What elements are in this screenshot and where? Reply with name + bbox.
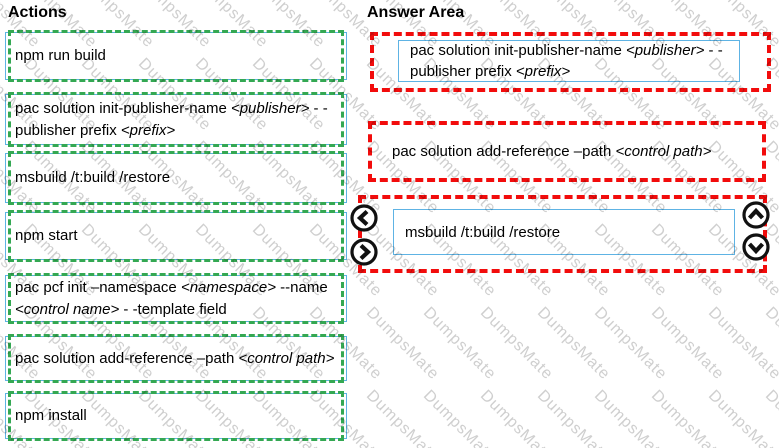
move-up-button[interactable] xyxy=(741,200,771,230)
action-item-npm-install[interactable]: npm install xyxy=(5,391,347,441)
action-item-label: npm start xyxy=(15,227,78,244)
answer-area-header: Answer Area xyxy=(367,4,465,21)
action-item-pac-solution-init-publisher[interactable]: pac solution init-publisher-name <publis… xyxy=(5,92,347,147)
answer-item-pac-solution-init-publisher[interactable]: pac solution init-publisher-name <publis… xyxy=(398,40,740,82)
answer-item-msbuild-restore[interactable]: msbuild /t:build /restore xyxy=(393,209,735,255)
watermark-text: DumpsMate xyxy=(647,304,728,384)
watermark-text: DumpsMate xyxy=(362,304,443,384)
watermark-text: DumpsMate xyxy=(590,387,671,448)
watermark-text: DumpsMate xyxy=(533,304,614,384)
watermark-text: DumpsMate xyxy=(362,387,443,448)
watermark-text: DumpsMate xyxy=(419,304,500,384)
answer-slot-3[interactable]: msbuild /t:build /restore xyxy=(358,195,767,273)
actions-header: Actions xyxy=(8,4,67,21)
watermark-text: DumpsMate xyxy=(761,387,779,448)
chevron-right-icon xyxy=(350,238,378,266)
watermark-text: DumpsMate xyxy=(704,304,779,384)
action-item-label: pac solution add-reference –path <contro… xyxy=(15,349,335,367)
watermark-text: DumpsMate xyxy=(704,387,779,448)
chevron-left-icon xyxy=(350,204,378,232)
watermark-text: DumpsMate xyxy=(533,387,614,448)
action-item-label: npm run build xyxy=(15,47,106,64)
action-item-label: npm install xyxy=(15,407,87,424)
move-right-button[interactable] xyxy=(349,237,379,267)
action-item-pac-pcf-init[interactable]: pac pcf init –namespace <namespace> --na… xyxy=(5,273,347,324)
chevron-up-icon xyxy=(742,201,770,229)
move-down-button[interactable] xyxy=(741,232,771,262)
action-item-label: pac solution init-publisher-name <publis… xyxy=(15,99,328,139)
action-item-pac-solution-add-reference[interactable]: pac solution add-reference –path <contro… xyxy=(5,334,347,383)
watermark-text: DumpsMate xyxy=(761,304,779,384)
action-item-npm-start[interactable]: npm start xyxy=(5,210,347,262)
chevron-down-icon xyxy=(742,233,770,261)
action-item-label: pac pcf init –namespace <namespace> --na… xyxy=(15,278,328,318)
watermark-text: DumpsMate xyxy=(590,304,671,384)
action-item-npm-run-build[interactable]: npm run build xyxy=(5,30,347,82)
action-item-msbuild-restore[interactable]: msbuild /t:build /restore xyxy=(5,151,347,205)
answer-item-label: pac solution init-publisher-name <publis… xyxy=(410,42,723,80)
watermark-text: DumpsMate xyxy=(476,387,557,448)
answer-slot-2[interactable]: pac solution add-reference –path <contro… xyxy=(368,121,766,182)
watermark-text: DumpsMate xyxy=(476,304,557,384)
watermark-text: DumpsMate xyxy=(647,387,728,448)
action-item-label: msbuild /t:build /restore xyxy=(15,169,171,186)
watermark-text: DumpsMate xyxy=(419,387,500,448)
answer-item-pac-solution-add-reference: pac solution add-reference –path <contro… xyxy=(392,142,712,160)
move-left-button[interactable] xyxy=(349,203,379,233)
answer-slot-1[interactable]: pac solution init-publisher-name <publis… xyxy=(370,32,771,92)
answer-item-label: msbuild /t:build /restore xyxy=(405,223,561,241)
